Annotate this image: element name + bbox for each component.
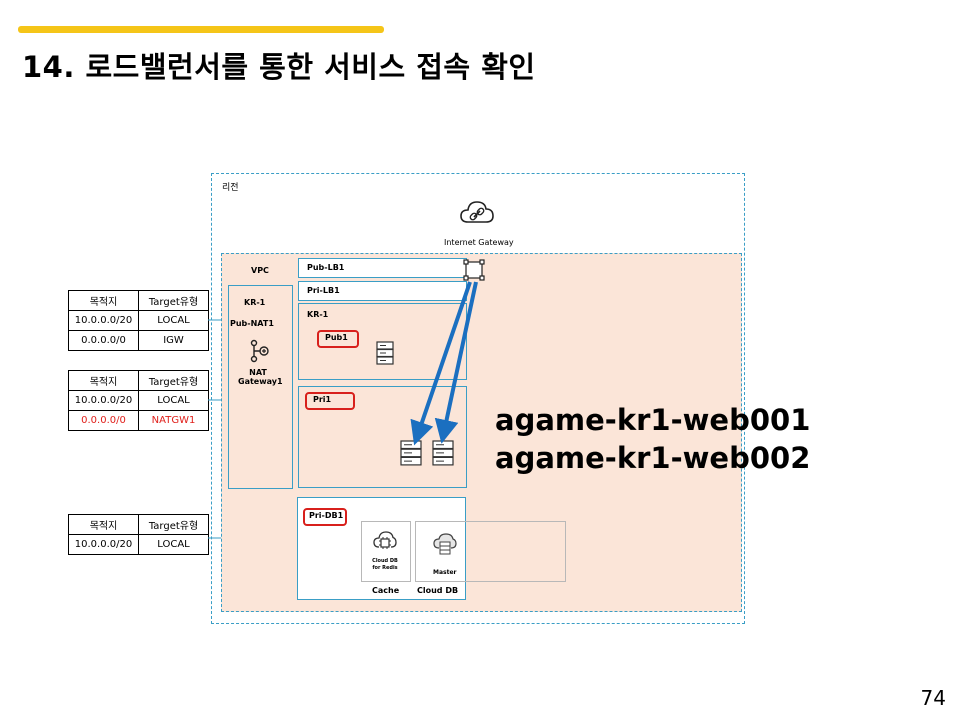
page-title: 14. 로드밸런서를 통한 서비스 접속 확인	[22, 50, 536, 84]
zone-kr1-public	[298, 303, 467, 380]
redis-label: Cloud DB for Redis	[372, 558, 398, 571]
pri1-subnet: Pri1	[305, 392, 355, 410]
internet-gateway-icon	[460, 201, 494, 223]
pub1-subnet: Pub1	[317, 330, 359, 348]
cache-label: Cache	[372, 586, 400, 595]
title-accent-bar	[18, 26, 384, 33]
zone-kr1-left	[228, 285, 293, 489]
pub-lb-label: Pub-LB1	[307, 263, 345, 272]
region-label: 리전	[222, 183, 239, 193]
server-name-2: agame-kr1-web002	[495, 441, 811, 475]
pub-nat-subnet-label: Pub-NAT1	[230, 319, 274, 328]
load-balancer-icon	[463, 259, 485, 281]
arrow-to-web002	[434, 281, 478, 444]
region-box	[211, 173, 745, 624]
pri-lb-label: Pri-LB1	[307, 286, 340, 295]
cell-target: IGW	[138, 330, 209, 351]
cloud-db-redis-icon	[373, 531, 397, 549]
cell-destination: 0.0.0.0/0	[68, 410, 139, 431]
server-name-1: agame-kr1-web001	[495, 403, 811, 437]
database-master-icon	[433, 533, 457, 555]
cloud-db-box	[415, 521, 566, 582]
server-icon	[376, 341, 394, 365]
cell-target: LOCAL	[138, 534, 209, 555]
zone-kr1-right-label: KR-1	[307, 310, 329, 319]
pri-db-subnet: Pri-DB1	[303, 508, 347, 526]
page-number: 74	[920, 686, 946, 710]
nat-gateway-label: NAT Gateway1	[238, 368, 283, 386]
cloud-db-label: Cloud DB	[417, 586, 459, 595]
internet-gateway-label: Internet Gateway	[444, 238, 514, 247]
zone-kr1-left-label: KR-1	[244, 298, 266, 307]
arrow-to-web001	[410, 281, 472, 446]
redis-box	[361, 521, 411, 582]
cell-target: NATGW1	[138, 410, 209, 431]
vpc-label: VPC	[251, 266, 269, 275]
cell-destination: 0.0.0.0/0	[68, 330, 139, 351]
nat-gateway-icon	[250, 339, 269, 363]
master-label: Master	[433, 569, 457, 576]
zone-kr1-private	[298, 386, 467, 488]
